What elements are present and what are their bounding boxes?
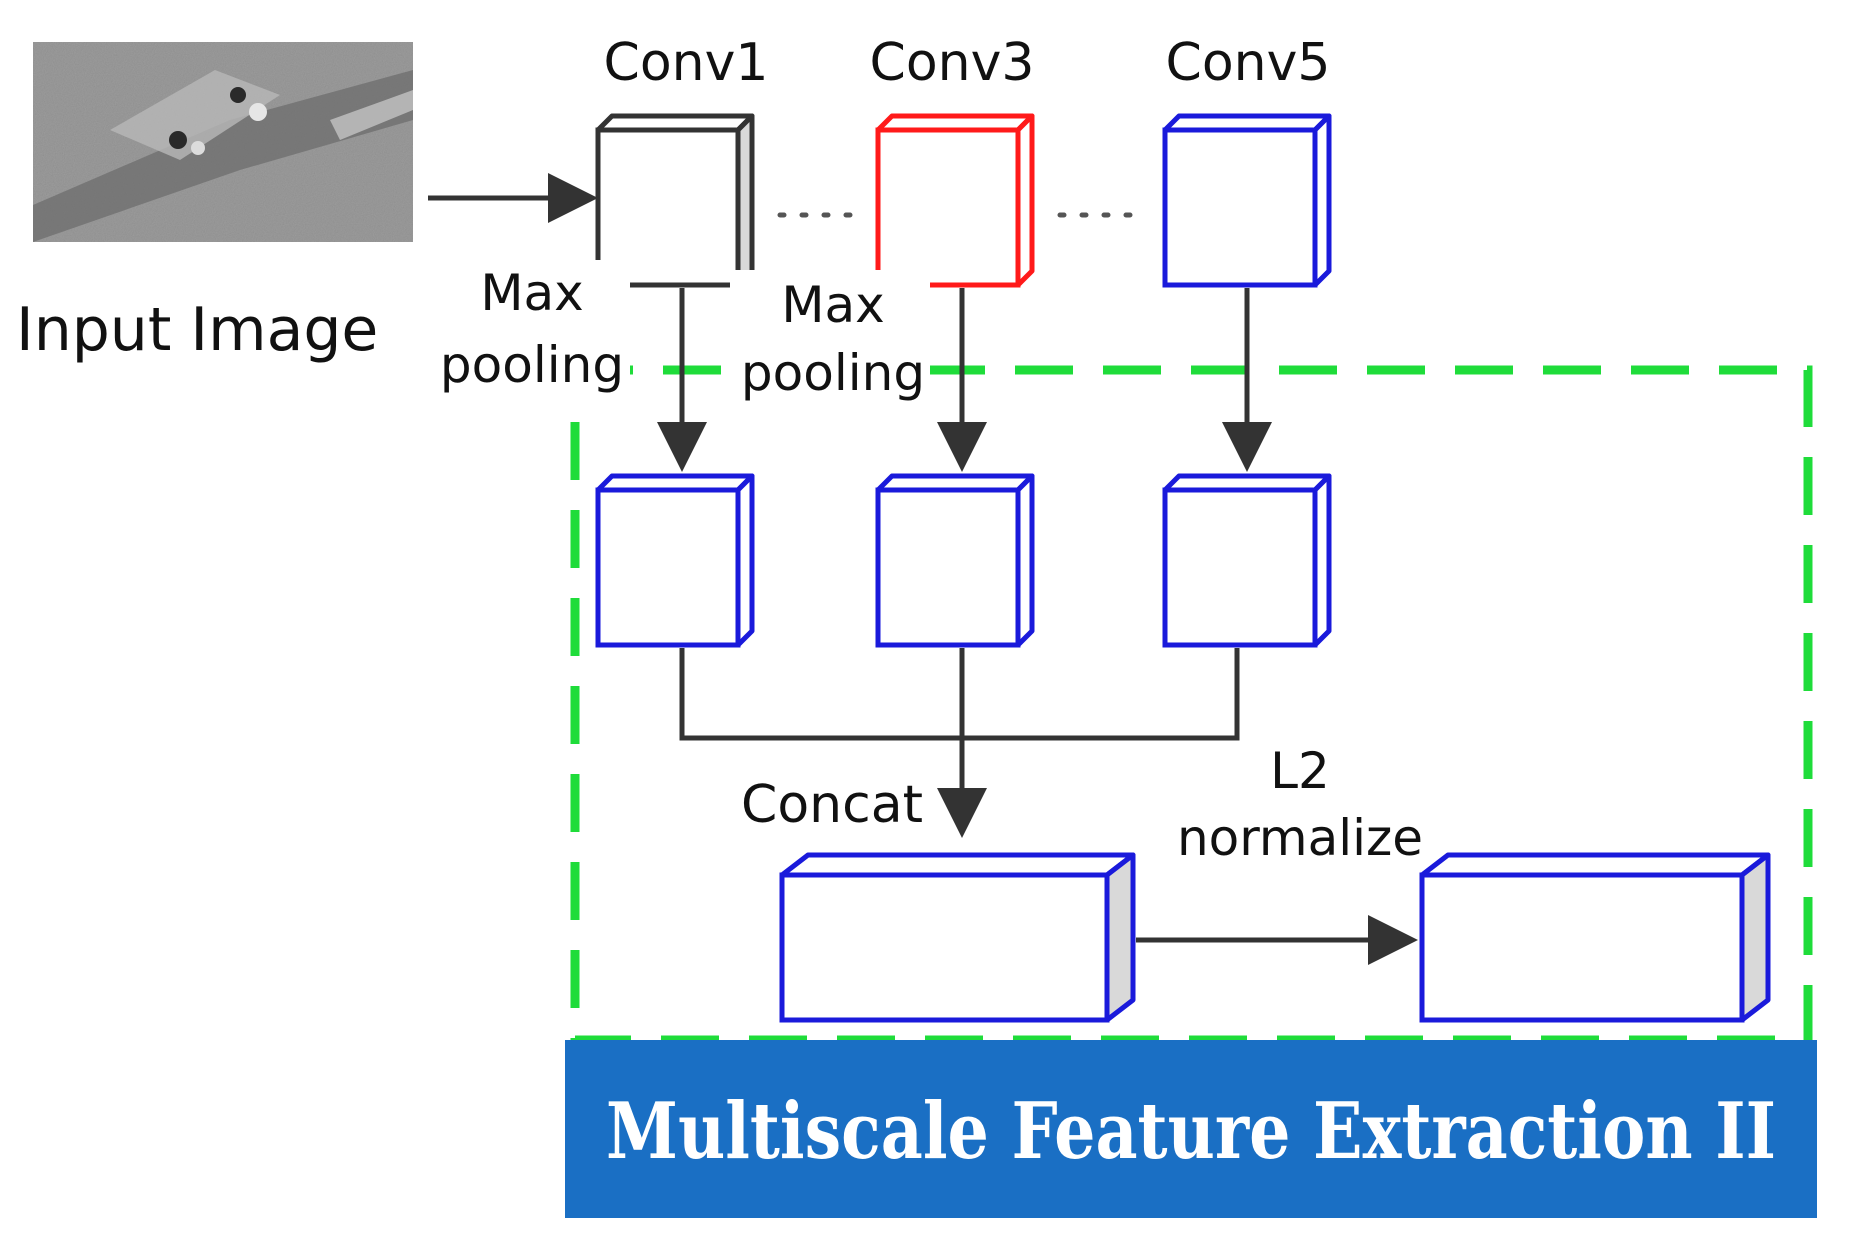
pooling-label-2-line2: pooling — [741, 344, 925, 402]
conv5-block — [1162, 113, 1332, 288]
conv3-label: Conv3 — [870, 33, 1035, 93]
pooling-label-1-line1: Max — [480, 264, 583, 322]
pooling-label-1-line2: pooling — [440, 336, 624, 394]
title-banner — [565, 1040, 1817, 1218]
conv1-label: Conv1 — [604, 33, 769, 93]
pooled-block-1 — [595, 473, 755, 648]
concat-label: Concat — [741, 775, 923, 835]
pooled-block-2 — [875, 473, 1035, 648]
pooling-label-2-line1: Max — [781, 276, 884, 334]
input-image — [33, 42, 413, 242]
concat-block — [779, 852, 1136, 1023]
normalize-label-line1: L2 — [1270, 742, 1330, 800]
normalized-block — [1419, 852, 1771, 1023]
conv1-block — [595, 113, 755, 288]
conv3-block — [875, 113, 1035, 288]
pooled-block-3 — [1162, 473, 1332, 648]
normalize-label-line2: normalize — [1177, 809, 1423, 867]
banner-title: Multiscale Feature Extraction II — [606, 1086, 1776, 1177]
conv5-label: Conv5 — [1166, 33, 1331, 93]
input-image-label: Input Image — [16, 295, 378, 365]
